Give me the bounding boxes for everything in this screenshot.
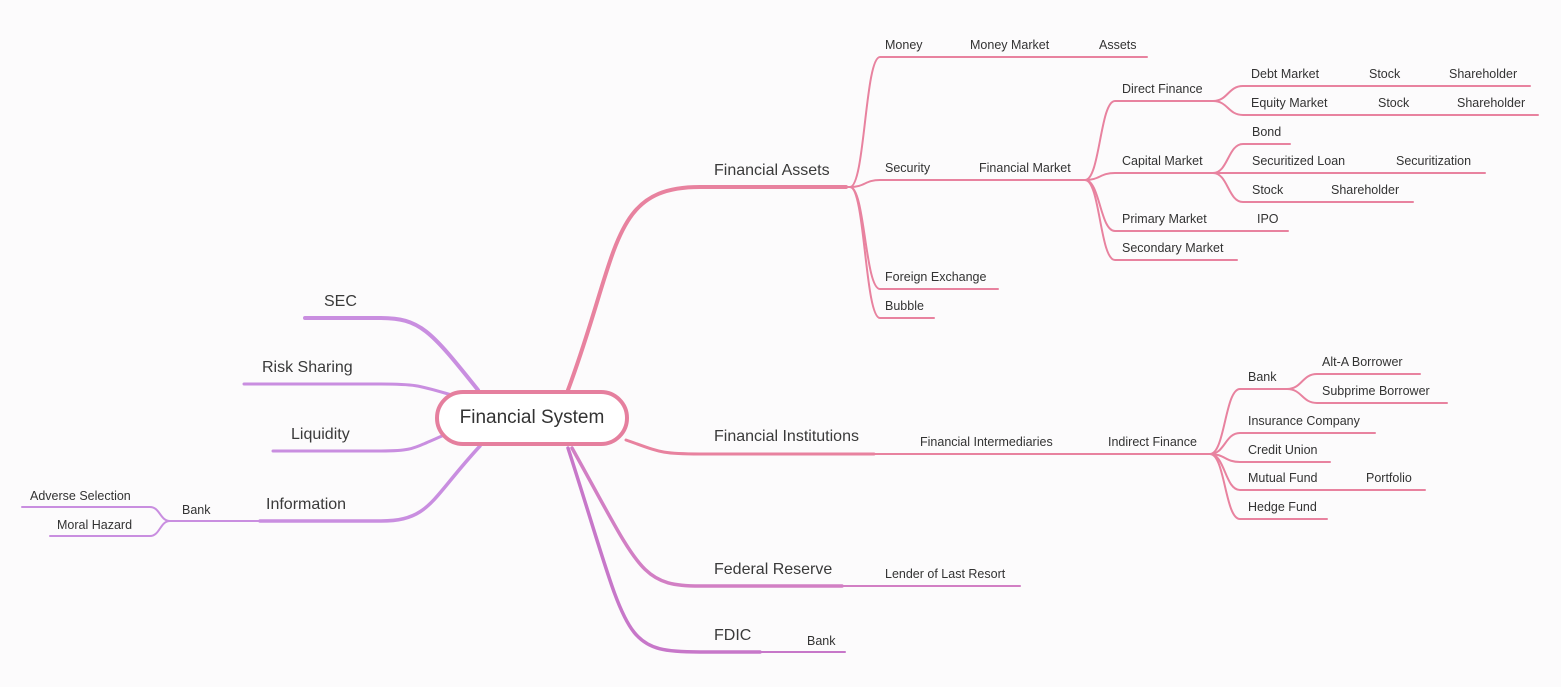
node-liquidity[interactable]: Liquidity: [291, 426, 350, 443]
link-capital-market: [1084, 172, 1214, 181]
link-stock: [1212, 172, 1321, 203]
link-risk-sharing: [242, 382, 464, 400]
root-node[interactable]: Financial System: [435, 390, 629, 446]
link-information: [258, 444, 482, 523]
node-equity-market[interactable]: Equity Market: [1251, 96, 1328, 110]
link-sec: [303, 316, 480, 392]
node-adverse-selection[interactable]: Adverse Selection: [30, 489, 131, 503]
node-bank[interactable]: Bank: [182, 503, 211, 517]
link-liquidity: [271, 434, 444, 453]
node-alt-a-borrower[interactable]: Alt-A Borrower: [1322, 355, 1403, 369]
link-subprime: [1286, 388, 1448, 404]
link-financial-assets: [566, 185, 848, 392]
node-securitization[interactable]: Securitization: [1396, 154, 1472, 168]
node-risk-sharing[interactable]: Risk Sharing: [262, 359, 353, 376]
link-insurance: [1209, 432, 1376, 455]
link-moral-hazard: [49, 520, 171, 537]
link-bond: [1212, 143, 1291, 174]
node-financial-assets[interactable]: Financial Assets: [714, 162, 830, 179]
node-stock[interactable]: Stock: [1252, 183, 1284, 197]
node-bond[interactable]: Bond: [1252, 125, 1282, 139]
root-label: Financial System: [459, 407, 605, 428]
node-subprime-borrower[interactable]: Subprime Borrower: [1322, 384, 1430, 398]
node-bank[interactable]: Bank: [807, 634, 836, 648]
node-ipo[interactable]: IPO: [1257, 212, 1279, 226]
node-security[interactable]: Security: [885, 161, 931, 175]
node-financial-market[interactable]: Financial Market: [979, 161, 1071, 175]
node-indirect-finance[interactable]: Indirect Finance: [1108, 435, 1197, 449]
node-lender-of-last-resort[interactable]: Lender of Last Resort: [885, 567, 1006, 581]
node-credit-union[interactable]: Credit Union: [1248, 443, 1318, 457]
node-shareholder[interactable]: Shareholder: [1457, 96, 1526, 110]
node-hedge-fund[interactable]: Hedge Fund: [1248, 500, 1317, 514]
node-secondary-market[interactable]: Secondary Market: [1122, 241, 1224, 255]
link-equity-market: [1212, 100, 1371, 116]
node-assets[interactable]: Assets: [1099, 38, 1137, 52]
node-direct-finance[interactable]: Direct Finance: [1122, 82, 1203, 96]
link-security: [849, 179, 1086, 188]
link-direct-finance: [1084, 100, 1214, 181]
node-mutual-fund[interactable]: Mutual Fund: [1248, 471, 1318, 485]
node-money[interactable]: Money: [885, 38, 923, 52]
link-fdic: [566, 446, 762, 654]
node-federal-reserve[interactable]: Federal Reserve: [714, 561, 833, 578]
node-portfolio[interactable]: Portfolio: [1366, 471, 1412, 485]
link-bubble: [849, 186, 935, 319]
node-financial-institutions[interactable]: Financial Institutions: [714, 428, 859, 445]
link-bank: [1209, 388, 1288, 455]
link-secondary-market: [1084, 179, 1238, 261]
node-primary-market[interactable]: Primary Market: [1122, 212, 1207, 226]
link-federal-reserve: [570, 446, 844, 588]
node-bubble[interactable]: Bubble: [885, 299, 924, 313]
node-fdic[interactable]: FDIC: [714, 627, 752, 644]
link-money: [849, 56, 966, 188]
node-shareholder[interactable]: Shareholder: [1331, 183, 1400, 197]
link-hedge-fund: [1209, 453, 1328, 520]
link-financial-institutions: [624, 438, 876, 456]
node-shareholder[interactable]: Shareholder: [1449, 67, 1518, 81]
node-information[interactable]: Information: [266, 496, 347, 513]
node-capital-market[interactable]: Capital Market: [1122, 154, 1203, 168]
node-money-market[interactable]: Money Market: [970, 38, 1050, 52]
node-insurance-company[interactable]: Insurance Company: [1248, 414, 1360, 428]
node-stock[interactable]: Stock: [1369, 67, 1401, 81]
node-bank[interactable]: Bank: [1248, 370, 1277, 384]
node-foreign-exchange[interactable]: Foreign Exchange: [885, 270, 987, 284]
node-debt-market[interactable]: Debt Market: [1251, 67, 1320, 81]
node-financial-intermediaries[interactable]: Financial Intermediaries: [920, 435, 1053, 449]
node-stock[interactable]: Stock: [1378, 96, 1410, 110]
node-sec[interactable]: SEC: [324, 293, 357, 310]
node-securitized-loan[interactable]: Securitized Loan: [1252, 154, 1346, 168]
node-moral-hazard[interactable]: Moral Hazard: [57, 518, 133, 532]
